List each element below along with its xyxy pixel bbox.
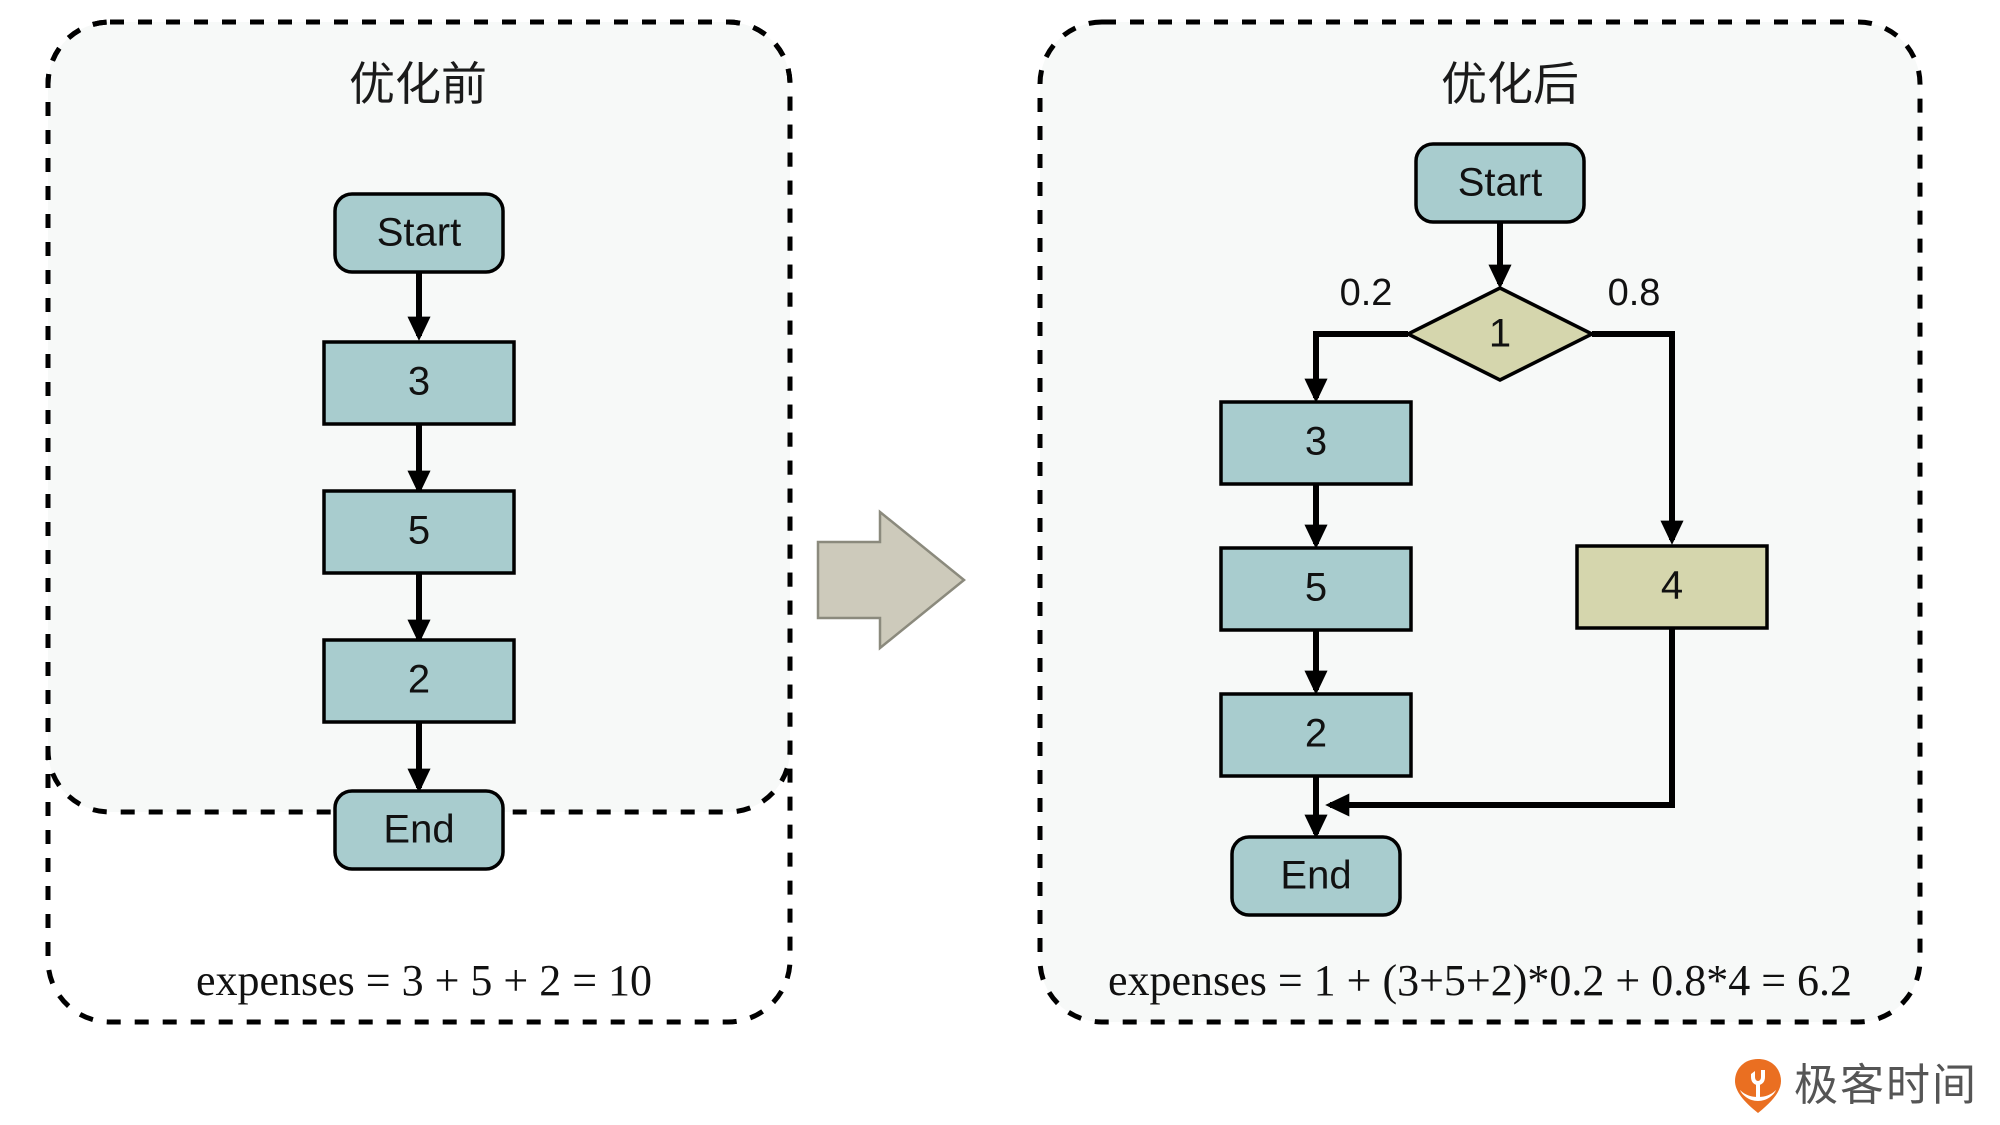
node-after-5[interactable] bbox=[1219, 546, 1413, 632]
edge-after-4-to-end bbox=[1325, 628, 1675, 817]
transition-arrow-icon bbox=[816, 509, 966, 651]
node-before-5[interactable] bbox=[322, 489, 516, 575]
edge-after-decision-to-4 bbox=[1592, 331, 1684, 545]
edge-label-0-8: 0.8 bbox=[1608, 272, 1661, 314]
formula-after: expenses = 1 + (3+5+2)*0.2 + 0.8*4 = 6.2 bbox=[1108, 956, 1852, 1005]
node-before-5-label: 5 bbox=[408, 509, 430, 553]
panel-after: 优化后 Start 1 0.2 0.8 3 5 bbox=[1037, 19, 1923, 1025]
node-before-3[interactable] bbox=[322, 340, 516, 426]
panel-before-outline bbox=[45, 19, 793, 1025]
panel-before: 优化前 Start 3 5 2 End e bbox=[45, 19, 793, 1005]
node-after-5-label: 5 bbox=[1305, 566, 1327, 610]
formula-before: expenses = 3 + 5 + 2 = 10 bbox=[196, 956, 652, 1005]
node-after-end[interactable] bbox=[1230, 835, 1402, 917]
panel-before-title: 优化前 bbox=[349, 58, 487, 110]
node-before-end-label: End bbox=[383, 808, 454, 852]
node-before-start-label: Start bbox=[377, 211, 461, 255]
edge-after-decision-to-3 bbox=[1304, 331, 1408, 403]
node-after-decision-label: 1 bbox=[1489, 312, 1511, 356]
node-after-4-label: 4 bbox=[1661, 564, 1683, 608]
node-after-decision[interactable] bbox=[1404, 286, 1596, 382]
node-after-end-label: End bbox=[1280, 854, 1351, 898]
brand-watermark: 极客时间 bbox=[1732, 1057, 1978, 1115]
node-after-2-label: 2 bbox=[1305, 712, 1327, 756]
node-before-2-label: 2 bbox=[408, 658, 430, 702]
geektime-logo-icon bbox=[1732, 1057, 1784, 1115]
node-after-3[interactable] bbox=[1219, 400, 1413, 486]
node-after-3-label: 3 bbox=[1305, 420, 1327, 464]
brand-name: 极客时间 bbox=[1794, 1061, 1978, 1110]
node-before-3-label: 3 bbox=[408, 360, 430, 404]
edge-label-0-2: 0.2 bbox=[1340, 272, 1393, 314]
node-after-2[interactable] bbox=[1219, 692, 1413, 778]
node-after-start-label: Start bbox=[1458, 161, 1542, 205]
panel-after-border bbox=[1037, 19, 1923, 1025]
node-before-end[interactable] bbox=[333, 789, 505, 871]
panel-after-title: 优化后 bbox=[1441, 58, 1579, 110]
